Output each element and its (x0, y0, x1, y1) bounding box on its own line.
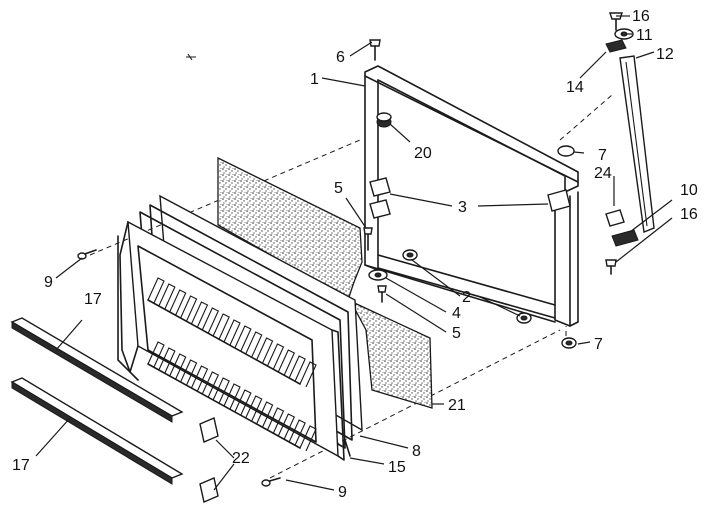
label-2: 2 (462, 289, 471, 306)
shelf-rib (201, 371, 220, 398)
trim-strip-part-17 (10, 317, 184, 485)
shelf-rib (288, 419, 306, 446)
shelf-rib (169, 289, 187, 316)
label-20: 20 (414, 145, 432, 162)
label-15: 15 (388, 459, 406, 476)
label-16-top: 16 (632, 8, 650, 25)
shelf-rib (158, 347, 176, 374)
shelf-rib (299, 361, 317, 388)
label-1: 1 (310, 71, 319, 88)
label-4: 4 (452, 305, 461, 322)
shelf-rib (147, 277, 165, 304)
strip-part-15 (344, 439, 351, 457)
shelf-rib (223, 319, 241, 346)
shelf-rib (190, 301, 209, 328)
label-3: 3 (458, 199, 467, 216)
label-5-bottom: 5 (452, 325, 461, 342)
door-shelves (147, 277, 317, 452)
shelf-rib (190, 365, 209, 392)
shelf-rib (288, 355, 306, 382)
shelf-rib (234, 325, 252, 352)
shelf-rib (245, 331, 263, 358)
end-cap-part-22 (199, 417, 219, 503)
shelf-rib (180, 295, 198, 322)
label-6: 6 (336, 49, 345, 66)
shelf-rib (277, 349, 296, 376)
label-9-bottom: 9 (338, 484, 347, 501)
shelf-rib (266, 343, 285, 370)
shelf-rib (245, 395, 263, 422)
shelf-rib (212, 313, 230, 340)
shelf-rib (266, 407, 285, 434)
shelf-rib (256, 337, 274, 364)
shelf-rib (158, 283, 176, 310)
door-frame-part-1 (364, 65, 579, 327)
label-8: 8 (412, 443, 421, 460)
label-5-top: 5 (334, 180, 343, 197)
label-11: 11 (636, 27, 653, 44)
shelf-rib (256, 401, 274, 428)
shelf-rib (223, 383, 241, 410)
label-16-bottom: 16 (680, 206, 698, 223)
leader-lines (35, 15, 673, 491)
shelf-rib (180, 359, 198, 386)
label-12: 12 (656, 46, 674, 63)
shelf-rib (201, 307, 220, 334)
label-10: 10 (680, 182, 698, 199)
shelf-rib (169, 353, 187, 380)
label-9-left: 9 (44, 274, 53, 291)
label-21: 21 (448, 397, 466, 414)
part-labels: 16 11 12 14 6 1 20 7 24 10 16 5 3 2 4 5 … (12, 8, 698, 501)
shelf-rib (277, 413, 296, 440)
shelf-rib (212, 377, 230, 404)
label-22: 22 (232, 450, 250, 467)
label-24: 24 (594, 165, 612, 182)
shelf-rib (234, 389, 252, 416)
label-17-bottom: 17 (12, 457, 30, 474)
shelf-rib (299, 425, 317, 452)
label-7-top: 7 (598, 147, 607, 164)
label-7-bottom: 7 (594, 336, 603, 353)
label-14: 14 (566, 79, 584, 96)
shelf-rib (147, 341, 165, 368)
label-17-top: 17 (84, 291, 102, 308)
door-handle-part-12 (619, 55, 655, 233)
